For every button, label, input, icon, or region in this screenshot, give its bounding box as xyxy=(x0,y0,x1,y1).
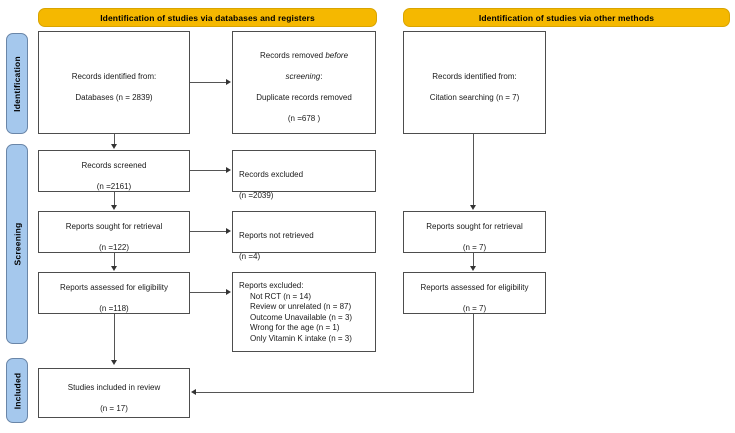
node-records-removed-before-screening: Records removed before screening: Duplic… xyxy=(232,31,376,134)
studies-included-line1: Studies included in review xyxy=(67,382,161,392)
node-records-excluded: Records excluded (n =2039) xyxy=(232,150,376,200)
side-rail-included: Included xyxy=(6,358,28,423)
connector-sought-to-not-retrieved xyxy=(190,231,226,232)
side-rail-screening-label: Screening xyxy=(12,222,22,266)
side-rail-included-label: Included xyxy=(12,372,23,409)
arrowhead-screened-to-excluded xyxy=(226,167,231,173)
side-rail-identification-label: Identification xyxy=(12,55,23,112)
node-records-identified-databases: Records identified from: Databases (n = … xyxy=(38,31,190,134)
connector-screened-to-excluded xyxy=(190,170,226,171)
reports-assessed-other-line2: (n = 7) xyxy=(462,303,487,313)
node-reports-sought-retrieval: Reports sought for retrieval (n =122) xyxy=(38,211,190,253)
node-reports-excluded: Reports excluded: Not RCT (n = 14) Revie… xyxy=(232,272,376,352)
node-studies-included-review-text: Studies included in review (n = 17) xyxy=(68,372,161,414)
records-identified-line2: Databases (n = 2839) xyxy=(75,93,153,102)
connector-identified-to-removed xyxy=(190,82,226,83)
records-removed-line2-tail: : xyxy=(320,72,323,81)
reports-sought-other-line2: (n = 7) xyxy=(462,242,487,252)
records-screened-line2: (n =2161) xyxy=(96,181,132,191)
arrowhead-citation-to-sought-other xyxy=(469,205,476,210)
node-records-screened: Records screened (n =2161) xyxy=(38,150,190,192)
node-records-identified-citation: Records identified from: Citation search… xyxy=(403,31,546,134)
arrowhead-identified-to-removed xyxy=(226,79,231,85)
node-records-identified-databases-text: Records identified from: Databases (n = … xyxy=(72,62,156,104)
reports-excluded-reason: Only Vitamin K intake (n = 3) xyxy=(250,333,352,343)
connector-assessed-to-included xyxy=(114,314,115,361)
arrowhead-sought-to-assessed xyxy=(110,266,117,271)
node-records-removed-text: Records removed before screening: Duplic… xyxy=(256,41,352,125)
records-removed-line1-emphasis: before xyxy=(325,51,349,60)
node-reports-excluded-body: Reports excluded: Not RCT (n = 14) Revie… xyxy=(239,281,352,344)
records-removed-line4: (n =678 ) xyxy=(287,114,321,123)
connector-citation-to-sought-other xyxy=(473,134,474,205)
connector-identified-to-screened xyxy=(114,134,115,145)
node-reports-assessed-eligibility-other-text: Reports assessed for eligibility (n = 7) xyxy=(420,272,528,314)
arrowhead-assessed-to-reports-excluded xyxy=(226,289,231,295)
connector-assessed-other-to-included xyxy=(196,392,473,393)
reports-sought-other-line1: Reports sought for retrieval xyxy=(426,221,523,231)
phase-header-other-methods-label: Identification of studies via other meth… xyxy=(478,12,655,23)
reports-assessed-line2: (n =118) xyxy=(99,303,129,313)
reports-assessed-other-line1: Reports assessed for eligibility xyxy=(420,282,529,292)
connector-screened-to-sought xyxy=(114,192,115,205)
connector-sought-to-assessed xyxy=(114,253,115,266)
reports-excluded-heading: Reports excluded: xyxy=(239,281,304,290)
node-reports-sought-retrieval-other: Reports sought for retrieval (n = 7) xyxy=(403,211,546,253)
node-reports-sought-retrieval-other-text: Reports sought for retrieval (n = 7) xyxy=(426,211,523,253)
reports-excluded-reason-list: Not RCT (n = 14) Review or unrelated (n … xyxy=(239,292,352,345)
node-records-identified-citation-text: Records identified from: Citation search… xyxy=(430,62,520,104)
node-reports-assessed-eligibility-text: Reports assessed for eligibility (n =118… xyxy=(60,272,168,314)
connector-assessed-to-reports-excluded xyxy=(190,292,226,293)
arrowhead-sought-other-to-assessed-other xyxy=(469,266,476,271)
arrowhead-sought-to-not-retrieved xyxy=(226,228,231,234)
arrowhead-assessed-to-included xyxy=(110,360,117,365)
reports-assessed-line1: Reports assessed for eligibility xyxy=(59,282,169,292)
node-reports-sought-retrieval-text: Reports sought for retrieval (n =122) xyxy=(66,211,163,253)
reports-sought-line1: Reports sought for retrieval xyxy=(65,221,163,231)
node-records-screened-text: Records screened (n =2161) xyxy=(82,150,147,192)
connector-assessed-other-drop xyxy=(473,314,474,393)
arrowhead-other-to-included xyxy=(191,389,196,395)
records-screened-line1: Records screened xyxy=(81,160,147,170)
phase-header-databases: Identification of studies via databases … xyxy=(38,8,377,27)
records-identified-line1: Records identified from: xyxy=(71,72,157,81)
records-removed-line2-emphasis: screening xyxy=(285,72,321,81)
node-reports-assessed-eligibility: Reports assessed for eligibility (n =118… xyxy=(38,272,190,314)
records-removed-line1: Records removed xyxy=(259,51,326,60)
node-reports-not-retrieved: Reports not retrieved (n =4) xyxy=(232,211,376,261)
reports-excluded-reason: Not RCT (n = 14) xyxy=(250,291,311,301)
connector-sought-other-to-assessed-other xyxy=(473,253,474,266)
reports-excluded-reason: Review or unrelated (n = 87) xyxy=(250,302,352,311)
arrowhead-screened-to-sought xyxy=(110,205,117,210)
phase-header-databases-label: Identification of studies via databases … xyxy=(100,12,315,23)
records-excluded-line1: Records excluded xyxy=(239,169,304,179)
studies-included-line2: (n = 17) xyxy=(100,403,128,413)
reports-excluded-reason: Outcome Unavailable (n = 3) xyxy=(250,312,353,322)
reports-excluded-reason: Wrong for the age (n = 1) xyxy=(250,323,340,332)
node-reports-assessed-eligibility-other: Reports assessed for eligibility (n = 7) xyxy=(403,272,546,314)
side-rail-identification: Identification xyxy=(6,33,28,134)
phase-header-other-methods: Identification of studies via other meth… xyxy=(403,8,730,27)
arrowhead-identified-to-screened xyxy=(110,144,117,149)
reports-sought-line2: (n =122) xyxy=(98,242,130,252)
node-records-excluded-text: Records excluded (n =2039) xyxy=(239,159,303,201)
records-identified-other-line1: Records identified from: xyxy=(432,72,517,81)
records-identified-other-line2: Citation searching (n = 7) xyxy=(429,93,520,102)
reports-not-retrieved-line1: Reports not retrieved xyxy=(239,230,314,240)
side-rail-screening: Screening xyxy=(6,144,28,344)
node-reports-not-retrieved-text: Reports not retrieved (n =4) xyxy=(239,220,314,262)
records-excluded-line2: (n =2039) xyxy=(239,190,274,200)
node-studies-included-review: Studies included in review (n = 17) xyxy=(38,368,190,418)
records-removed-line3: Duplicate records removed xyxy=(256,93,352,102)
reports-not-retrieved-line2: (n =4) xyxy=(239,251,261,261)
